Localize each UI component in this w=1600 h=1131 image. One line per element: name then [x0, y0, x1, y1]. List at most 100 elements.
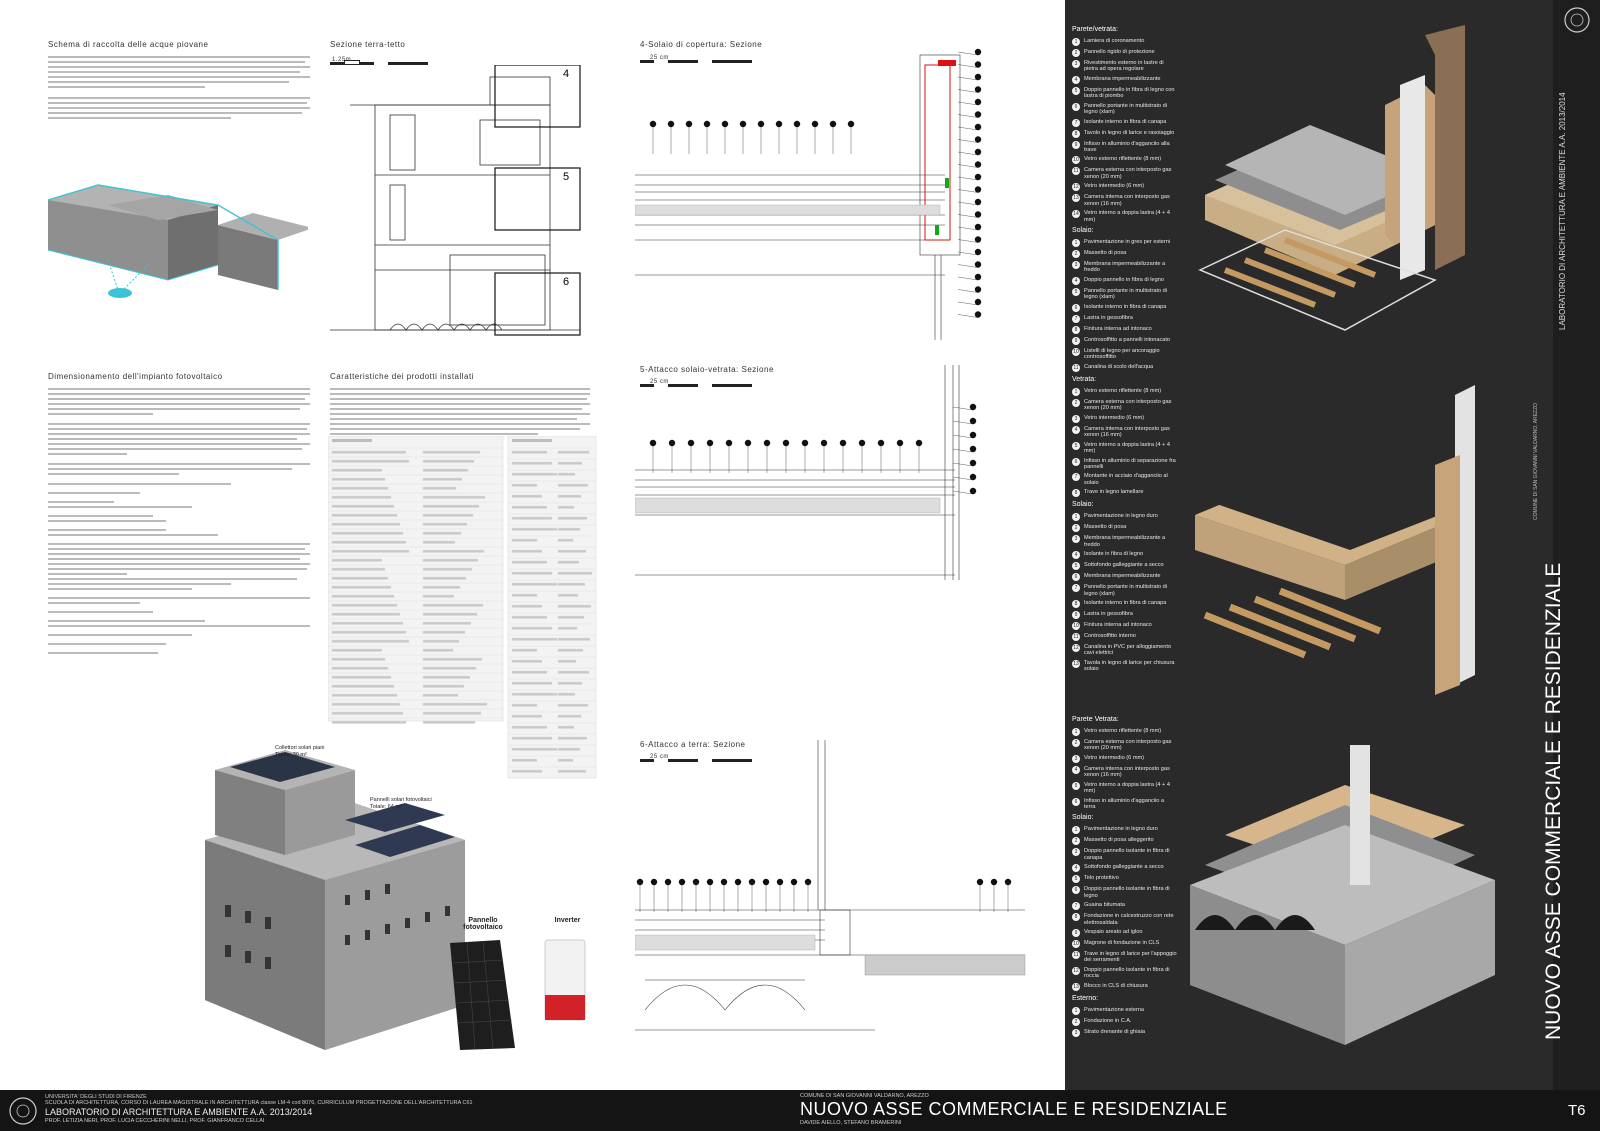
legend-item-label: Vetro intermedio (6 mm) — [1084, 414, 1144, 421]
legend-item-label: Camera esterna con interposto gas xenon … — [1084, 399, 1172, 412]
table-cell-text — [331, 720, 407, 724]
table-cell-text — [331, 567, 386, 571]
table-cell-text — [557, 582, 586, 586]
legend-number-badge: 6 — [1072, 457, 1080, 466]
callout-marker — [969, 459, 977, 467]
table-cell-text — [422, 585, 461, 589]
callout-marker — [990, 878, 998, 886]
table-cell-text — [557, 494, 582, 498]
table-cell-text — [422, 657, 483, 661]
legend-item-label: Vetro intermedio (6 mm) — [1084, 754, 1144, 761]
legend-item-label: Isolante interno in fibra di canapa — [1084, 118, 1167, 125]
callout-marker — [649, 439, 657, 447]
solar-collectors-label: Collettori solari piani Totale: 30 m² — [275, 745, 325, 758]
table-cell-text — [511, 527, 558, 531]
table-cell-text — [511, 560, 548, 564]
table-cell-text — [422, 567, 473, 571]
legend-number-badge: 5 — [1072, 86, 1080, 95]
legend-number-badge: 10 — [1072, 347, 1080, 356]
table-cell-text — [511, 549, 543, 553]
callout-leader — [957, 51, 979, 56]
table-cell-text — [331, 495, 392, 499]
callout-leader — [957, 314, 979, 318]
legend-number-badge: 2 — [1072, 1017, 1080, 1026]
legend-item-label: Membrana impermeabilizzante a freddo — [1084, 535, 1166, 548]
legend-item-label: Vetro intermedio (6 mm) — [1084, 183, 1144, 190]
legend-item-label: Doppio pannello in fibra di legno con la… — [1084, 86, 1175, 100]
legend-number-badge: 9 — [1072, 336, 1080, 345]
table-cell-text — [331, 468, 383, 472]
legend-number-badge: 2 — [1072, 837, 1080, 846]
callout-marker — [974, 98, 982, 106]
table-cell-text — [511, 571, 553, 575]
callout-leader — [957, 189, 979, 193]
legend-number-badge: 4 — [1072, 276, 1080, 285]
legend-number-badge: 11 — [1072, 363, 1080, 372]
legend-number-badge: 1 — [1072, 826, 1080, 835]
callout-marker — [790, 878, 798, 886]
legend-item-label: Vetro interno a doppia lastra (4 + 4 mm) — [1084, 210, 1170, 223]
table-cell-text — [331, 612, 401, 616]
table-cell-text — [511, 670, 548, 674]
table-cell-text — [557, 681, 583, 685]
table-cell-text — [331, 549, 410, 553]
legend-number-badge: 9 — [1072, 929, 1080, 937]
footer: UNIVERSITA' DEGLI STUDI DI FIRENZE SCUOL… — [0, 1090, 1600, 1131]
footer-location: COMUNE DI SAN GIOVANNI VALDARNO, AREZZO — [800, 1093, 929, 1099]
callout-leader — [957, 64, 979, 68]
legend-number-badge: 7 — [1072, 902, 1080, 911]
table-cell-text — [331, 594, 395, 598]
table-cell-text — [422, 513, 474, 517]
legend-item-label: Vetro esterno riflettente (8 mm) — [1084, 728, 1162, 735]
callout-marker — [649, 120, 657, 128]
table-cell-text — [331, 540, 407, 544]
table-cell-text — [511, 494, 543, 498]
callout-marker — [650, 878, 658, 886]
ground-scale-label: 25 cm — [650, 754, 669, 760]
legend-item-label: Vetro esterno riflettente (8 mm) — [1084, 388, 1162, 395]
callout-marker — [974, 61, 982, 68]
legend-item-label: Massetto di posa — [1084, 524, 1127, 531]
table-cell-text — [331, 450, 407, 454]
callout-marker — [687, 439, 695, 447]
legend-number-badge: 5 — [1072, 562, 1080, 571]
legend-item-label: Camera esterna con interposto gas xenon … — [1084, 167, 1172, 180]
products-intro-text — [330, 388, 590, 438]
table-cell-text — [422, 495, 486, 499]
table-cell-text — [422, 648, 454, 652]
banner-lab: LABORATORIO DI ARCHITETTURA E AMBIENTE A… — [1558, 92, 1567, 330]
table-cell-text — [557, 758, 574, 762]
legend-item-label: Controsoffitto a pannelli intonacato — [1084, 336, 1171, 343]
rainwater-title: Schema di raccolta delle acque piovane — [48, 40, 209, 49]
glazing-detail-render — [1195, 385, 1475, 695]
legend-item-label: Membrana impermeabilizzante — [1084, 75, 1161, 82]
legend-item-label: Trave in legno di larice per l'appoggio … — [1084, 951, 1177, 964]
legend-item-label: Vetro interno a doppia lastra (4 + 4 mm) — [1084, 441, 1170, 455]
callout-marker — [734, 878, 742, 886]
legend-item-label: Sottofondo galleggiante a secco — [1084, 562, 1164, 569]
inverter-image — [544, 939, 586, 1021]
footer-school: SCUOLA DI ARCHITETTURA, CORSO DI LAUREA … — [45, 1100, 473, 1106]
pv-panels-label: Pannelli solari fotovoltaici Totale: 64 … — [370, 797, 432, 810]
callout-marker — [969, 403, 977, 411]
callout-marker — [782, 439, 790, 447]
